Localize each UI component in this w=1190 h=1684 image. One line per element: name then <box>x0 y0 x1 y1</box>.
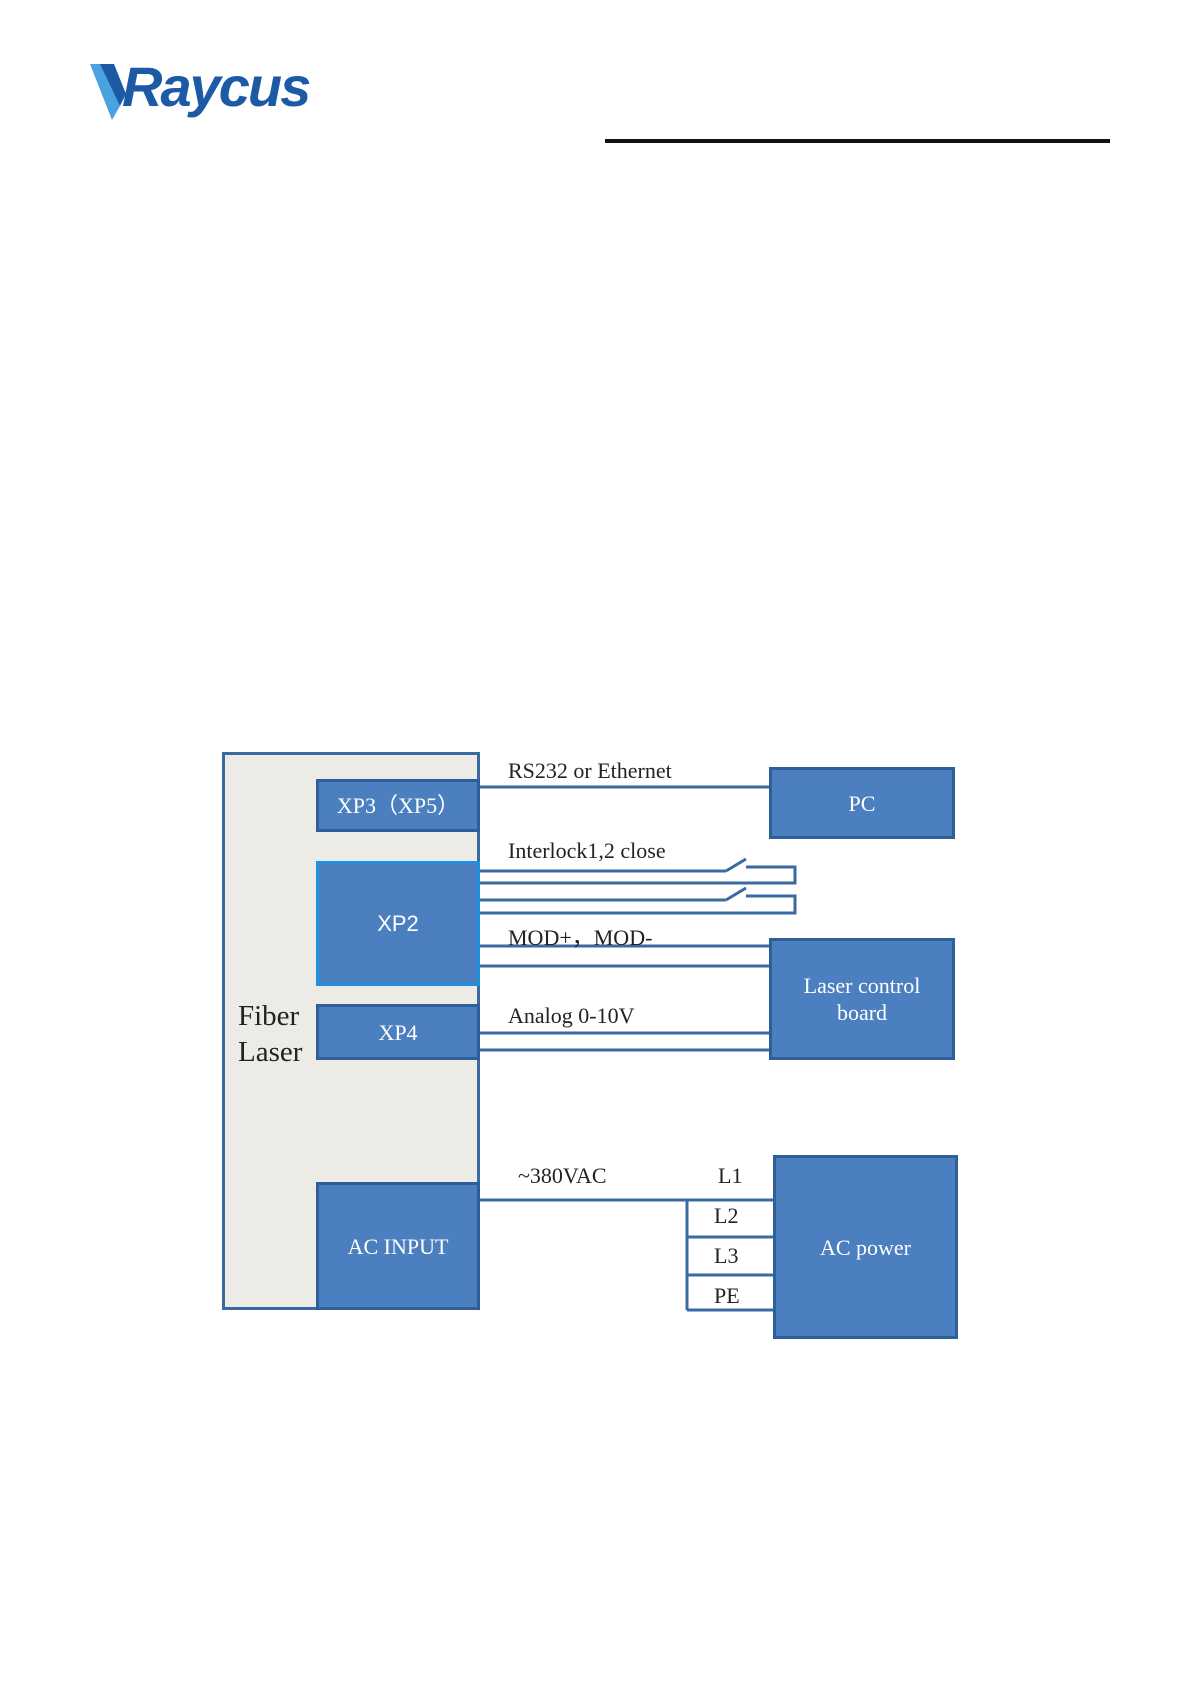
laser-control-board-line1: Laser control <box>804 972 921 999</box>
xp3-port: XP3（XP5） <box>316 779 480 832</box>
phase-label-pe: PE <box>714 1283 740 1309</box>
interlock-label: Interlock1,2 close <box>508 838 666 864</box>
ac-input-port: AC INPUT <box>316 1182 480 1310</box>
phase-label-l1: L1 <box>718 1163 742 1189</box>
phase-label-l2: L2 <box>714 1203 738 1229</box>
pc-device: PC <box>769 767 955 839</box>
laser-control-board-line2: board <box>804 999 921 1026</box>
analog-wires <box>480 1033 769 1050</box>
interlock-wires <box>480 859 795 913</box>
mod-label: MOD+，MOD- <box>508 920 652 952</box>
laser-control-board: Laser control board <box>769 938 955 1060</box>
xp4-port: XP4 <box>316 1004 480 1060</box>
phase-label-l3: L3 <box>714 1243 738 1269</box>
ac-voltage-label: ~380VAC <box>518 1163 607 1189</box>
analog-label: Analog 0-10V <box>508 1003 634 1029</box>
rs232-label: RS232 or Ethernet <box>508 758 672 784</box>
xp2-port: XP2 <box>316 861 480 986</box>
ac-power-device: AC power <box>773 1155 958 1339</box>
